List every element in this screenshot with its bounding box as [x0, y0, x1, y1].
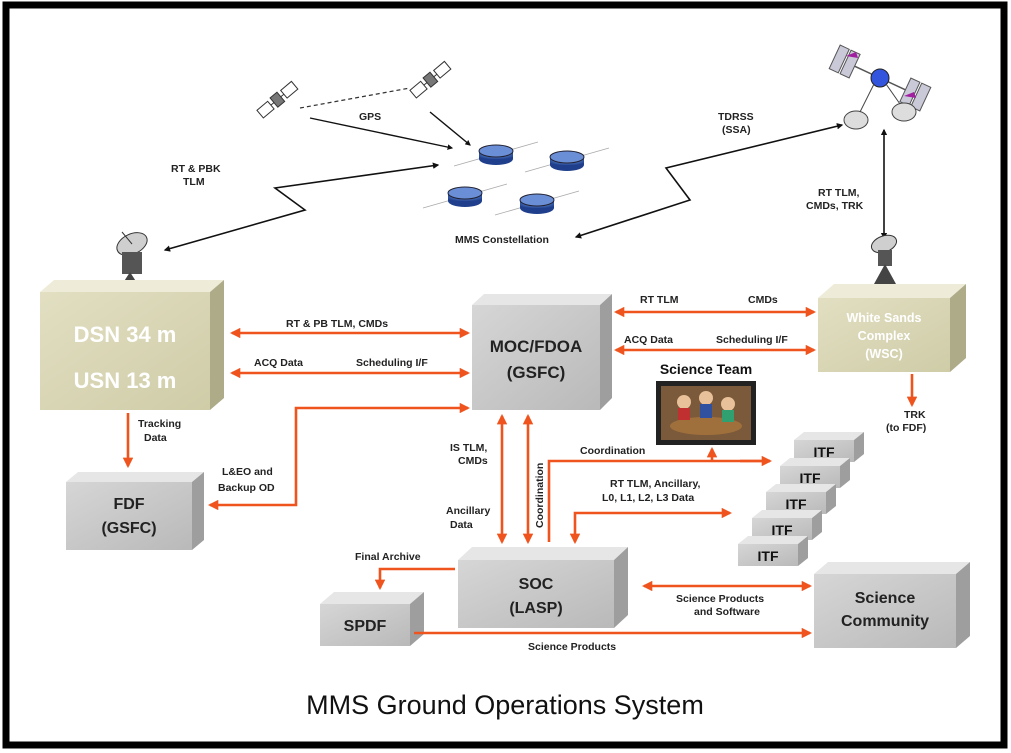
label-ancillary-1: Ancillary	[446, 505, 491, 517]
moc-label-1: MOC/FDOA	[490, 337, 583, 356]
science-community-label-1: Science	[855, 590, 916, 607]
label-acq-data-right: ACQ Data	[624, 334, 673, 346]
tdrss-label-2: (SSA)	[722, 124, 751, 136]
wsc-label-3: (WSC)	[865, 347, 903, 361]
label-rt-tlm-ancillary-2: L0, L1, L2, L3 Data	[602, 492, 694, 504]
mms-spacecraft-icon	[453, 141, 539, 167]
label-is-tlm-1: IS TLM,	[450, 442, 487, 454]
label-scheduling-if-left: Scheduling I/F	[356, 357, 428, 369]
itf-label-1: ITF	[814, 444, 835, 460]
arrow-coordination	[547, 459, 770, 542]
label-tracking-data-2: Data	[144, 432, 167, 444]
gps-satellite-icon	[256, 80, 299, 119]
gps-arrow-1	[309, 117, 454, 150]
mms-spacecraft-icon	[494, 190, 580, 216]
gps-label: GPS	[359, 111, 381, 123]
label-final-archive: Final Archive	[355, 551, 421, 563]
label-science-products: Science Products	[528, 641, 616, 653]
itf-label-5: ITF	[758, 548, 779, 564]
arrow-leo-backup-od	[207, 402, 471, 511]
arrow-final-archive	[374, 567, 455, 591]
dsn-link-zigzag	[163, 162, 440, 252]
soc-label-1: SOC	[519, 576, 554, 593]
diagram-caption: MMS Ground Operations System	[306, 690, 704, 720]
rt-pbk-tlm-label-1: RT & PBK	[171, 163, 221, 175]
science-team-label: Science Team	[660, 361, 752, 377]
moc-label-2: (GSFC)	[507, 363, 566, 382]
label-coordination: Coordination	[580, 445, 645, 457]
constellation-label: MMS Constellation	[455, 234, 549, 246]
label-rt-tlm-top: RT TLM	[640, 294, 679, 306]
label-is-tlm-2: CMDs	[458, 455, 488, 467]
label-science-products-software-2: and Software	[694, 606, 760, 618]
tdrss-label-1: TDRSS	[718, 111, 754, 123]
label-rt-tlm-ancillary-1: RT TLM, Ancillary,	[610, 478, 701, 490]
rt-tlm-cmds-trk-label-1: RT TLM,	[818, 187, 859, 199]
arrow-rt-tlm-ancillary	[569, 507, 733, 545]
fdf-label-1: FDF	[113, 496, 144, 513]
rt-pbk-tlm-label-2: TLM	[183, 176, 205, 188]
label-rt-pb-tlm-cmds: RT & PB TLM, CMDs	[286, 318, 388, 330]
itf-box	[794, 432, 864, 462]
moc-box	[472, 294, 612, 410]
gps-satellite-icon	[409, 60, 452, 99]
label-leo-2: Backup OD	[218, 482, 275, 494]
science-community-box	[814, 562, 970, 648]
itf-label-4: ITF	[772, 522, 793, 538]
itf-box	[766, 484, 836, 514]
gps-crosslink-dashed	[299, 87, 411, 109]
itf-box	[738, 536, 808, 566]
soc-box	[458, 547, 628, 628]
soc-label-2: (LASP)	[509, 600, 562, 617]
dsn-label: DSN 34 m	[74, 322, 177, 347]
wsc-antenna-icon	[870, 234, 898, 284]
gps-arrow-2	[429, 111, 471, 146]
wsc-label-1: White Sands	[846, 311, 921, 325]
spdf-label: SPDF	[344, 618, 387, 635]
wsc-label-2: Complex	[858, 329, 911, 343]
label-science-products-software-1: Science Products	[676, 593, 764, 605]
wsc-box	[818, 284, 966, 372]
rt-tlm-cmds-trk-label-2: CMDs, TRK	[806, 200, 864, 212]
label-cmds-top: CMDs	[748, 294, 778, 306]
itf-box	[752, 510, 822, 540]
label-scheduling-if-right: Scheduling I/F	[716, 334, 788, 346]
itf-label-3: ITF	[786, 496, 807, 512]
label-trk-2: (to FDF)	[886, 422, 926, 434]
label-leo-1: L&EO and	[222, 466, 273, 478]
usn-label: USN 13 m	[74, 368, 177, 393]
dsn-usn-box	[40, 280, 224, 410]
fdf-box	[66, 472, 204, 550]
label-ancillary-2: Data	[450, 519, 473, 531]
itf-stack: ITF ITF ITF ITF ITF	[738, 432, 864, 566]
itf-box	[780, 458, 850, 488]
fdf-label-2: (GSFC)	[101, 520, 156, 537]
label-trk-1: TRK	[904, 409, 926, 421]
label-tracking-data-1: Tracking	[138, 418, 181, 430]
itf-label-2: ITF	[800, 470, 821, 486]
label-acq-data-left: ACQ Data	[254, 357, 303, 369]
spdf-box	[320, 592, 424, 646]
tdrss-satellite-icon	[828, 44, 932, 130]
tdrss-link-zigzag	[574, 123, 844, 239]
science-team-image	[656, 381, 756, 445]
science-community-label-2: Community	[841, 613, 929, 630]
mms-spacecraft-icon	[422, 183, 508, 209]
label-coordination-vertical: Coordination	[534, 463, 546, 528]
